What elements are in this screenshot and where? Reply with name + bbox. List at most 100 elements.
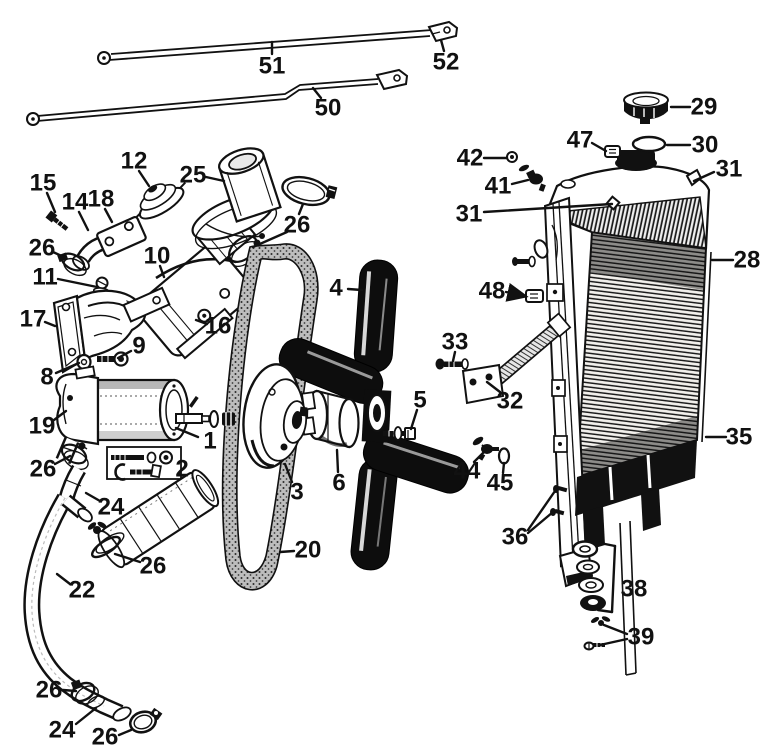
callout-label-30: 30 (692, 132, 719, 159)
callout-label-51: 51 (259, 53, 286, 80)
leader-line-39 (602, 623, 629, 636)
callout-label-18: 18 (88, 186, 115, 213)
callout-label-8: 8 (40, 364, 53, 391)
callout-label-38: 38 (621, 576, 648, 603)
callout-label-32: 32 (497, 388, 524, 415)
leader-line-15 (45, 191, 57, 214)
leader-line-41 (510, 178, 530, 186)
callout-label-26: 26 (36, 677, 63, 704)
callout-label-2: 2 (175, 456, 188, 483)
callout-label-26: 26 (92, 724, 119, 751)
leader-line-31 (692, 170, 716, 183)
radiator-bottom-tank (575, 440, 697, 676)
callout-label-11: 11 (32, 264, 57, 291)
leader-line-36 (526, 489, 557, 532)
callout-label-14: 14 (62, 189, 89, 216)
lower-hose-long (23, 493, 132, 722)
overflow-pipe-clip (605, 195, 621, 211)
callout-label-17: 17 (20, 306, 47, 333)
callout-label-10: 10 (144, 243, 171, 270)
callout-label-9: 9 (132, 333, 145, 360)
leader-line-32 (485, 380, 502, 394)
leader-line-22 (55, 572, 72, 586)
callout-label-31: 31 (716, 156, 743, 183)
hose-short-pump (58, 464, 86, 503)
leader-line-10 (158, 264, 166, 279)
leader-line-26 (251, 230, 289, 249)
leader-line-3 (283, 462, 294, 484)
fan-hub-spacer (300, 389, 360, 449)
callout-label-31: 31 (456, 201, 483, 228)
leader-line-26 (61, 688, 78, 693)
leader-line-18 (103, 207, 114, 224)
pipe-clip (525, 289, 544, 303)
callout-label-39: 39 (628, 624, 655, 651)
callout-label-3: 3 (290, 479, 303, 506)
callout-label-33: 33 (442, 329, 469, 356)
hose-clamp-loose (281, 175, 338, 207)
callout-label-16: 16 (205, 313, 232, 340)
callout-label-41: 41 (485, 173, 512, 200)
callout-label-12: 12 (121, 148, 148, 175)
rod-clevis-end (427, 20, 459, 43)
fan-blade-assembly (278, 259, 470, 571)
callout-label-24: 24 (98, 494, 125, 521)
callout-label-52: 52 (433, 49, 460, 76)
leader-line-11 (56, 277, 99, 289)
stay-rod-lower (26, 68, 409, 126)
leader-line-24 (84, 491, 102, 503)
fan-pulley (242, 363, 308, 469)
callout-label-35: 35 (726, 424, 753, 451)
callout-label-20: 20 (295, 537, 322, 564)
fan-belt (221, 243, 319, 591)
water-outlet-casting (136, 243, 254, 360)
callout-label-6: 6 (332, 470, 345, 497)
hardware-kit-box (106, 446, 182, 481)
thermostat (134, 181, 187, 220)
leader-line-26 (297, 202, 305, 216)
leader-line-52 (439, 38, 446, 53)
leader-line-38 (596, 608, 614, 614)
hose-clamp-loose-bottom (128, 707, 163, 734)
leader-line-1 (174, 426, 200, 439)
drain-cock-upper (518, 164, 546, 192)
callout-label-4: 4 (329, 275, 343, 302)
callout-label-25: 25 (180, 162, 207, 189)
callout-label-28: 28 (734, 247, 761, 274)
leader-line-26 (53, 454, 72, 466)
stay-bolt (435, 358, 469, 370)
leader-line-26 (51, 250, 68, 260)
leader-line-38 (598, 541, 617, 548)
hose-clamp-bottom (70, 679, 99, 705)
mounting-washer-stack (571, 540, 606, 611)
pipe-clip (604, 145, 621, 158)
callout-label-19: 19 (29, 413, 56, 440)
leader-line-39 (598, 637, 629, 647)
leader-line-25 (204, 175, 226, 183)
leader-line-16 (194, 318, 209, 326)
callout-label-36: 36 (502, 524, 529, 551)
leader-line-17 (43, 320, 57, 328)
shaft-nut (222, 412, 235, 426)
radiator-inlet-stub (533, 239, 549, 259)
callout-label-50: 50 (315, 95, 342, 122)
hose-clamp-mid-lower (87, 521, 125, 559)
leader-line-8 (54, 361, 81, 375)
leader-line-48 (504, 282, 529, 302)
callout-label-1: 1 (203, 428, 216, 455)
leader-line-31 (482, 202, 614, 214)
leader-line-26 (113, 552, 142, 564)
overflow-nut (506, 151, 518, 163)
frame-bolt (512, 255, 536, 268)
leader-line-20 (278, 549, 296, 554)
callout-label-22: 22 (69, 577, 96, 604)
outlet-elbow-assembly (52, 286, 171, 374)
leader-line-50 (311, 86, 323, 100)
elbow-flange (96, 216, 147, 258)
stay-rod-upper (97, 20, 459, 65)
small-bolt (45, 210, 69, 231)
leader-line-12 (137, 169, 151, 188)
radiator-stay-bracket (461, 312, 572, 405)
callout-label-47: 47 (567, 127, 594, 154)
callout-label-42: 42 (457, 145, 484, 172)
